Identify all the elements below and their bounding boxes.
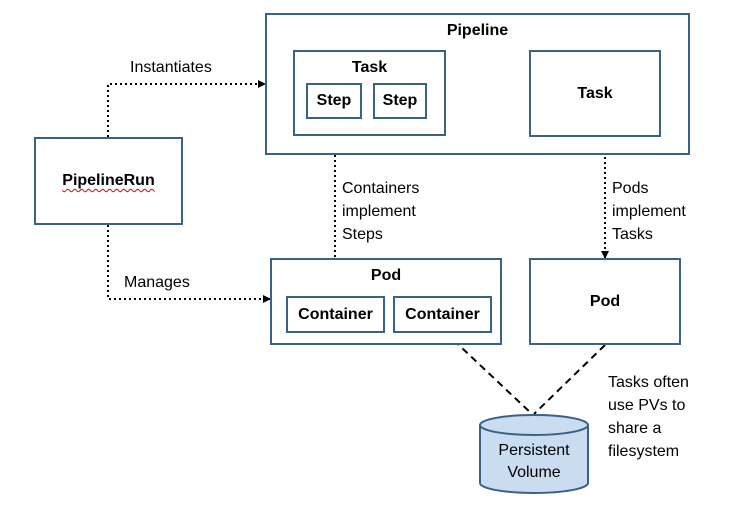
pods-tasks-line-2: implement <box>612 203 686 220</box>
containers-steps-line-3: Steps <box>342 226 383 243</box>
containers-implement-steps-label: Containers implement Steps <box>342 177 419 246</box>
pv-note-line-4: filesystem <box>608 443 680 460</box>
manages-label: Manages <box>124 274 190 291</box>
task-box-right: Task <box>529 50 661 137</box>
pv-note: Tasks often use PVs to share a filesyste… <box>608 371 689 463</box>
containers-steps-line-1: Containers <box>342 180 420 197</box>
step-1-label: Step <box>316 92 352 109</box>
container-1-label: Container <box>298 305 373 323</box>
pod-right-label: Pod <box>589 292 621 310</box>
pipeline-label: Pipeline <box>446 22 509 39</box>
volume-line-2: Volume <box>507 464 561 481</box>
persistent-volume-label: Persistent Volume <box>480 440 588 484</box>
container-box-2: Container <box>393 296 492 333</box>
step-2-label: Step <box>382 92 418 109</box>
manages-arrow <box>107 225 271 303</box>
pod-box-right: Pod <box>529 258 681 345</box>
step-box-1: Step <box>306 83 362 119</box>
pod-left-label: Pod <box>370 267 402 284</box>
pipelinerun-box: PipelineRun <box>34 137 183 225</box>
pv-note-line-1: Tasks often <box>608 374 689 391</box>
container-2-label: Container <box>405 305 480 323</box>
container-box-1: Container <box>286 296 385 333</box>
pods-tasks-line-1: Pods <box>612 180 649 197</box>
containers-steps-line-2: implement <box>342 203 416 220</box>
pv-note-line-2: use PVs to <box>608 397 686 414</box>
pod-volume-link <box>533 344 606 415</box>
pods-implement-tasks-label: Pods implement Tasks <box>612 177 686 246</box>
task-left-label: Task <box>351 59 388 76</box>
step-box-2: Step <box>373 83 427 119</box>
pv-note-line-3: share a <box>608 420 662 437</box>
pods-tasks-line-3: Tasks <box>612 226 653 243</box>
instantiates-arrow <box>107 80 266 137</box>
task-right-label: Task <box>577 84 613 102</box>
instantiates-label: Instantiates <box>130 59 212 76</box>
container-volume-link <box>444 331 533 415</box>
pipelinerun-label: PipelineRun <box>62 172 155 189</box>
persistent-volume-cylinder <box>479 414 589 494</box>
volume-line-1: Persistent <box>498 442 570 459</box>
